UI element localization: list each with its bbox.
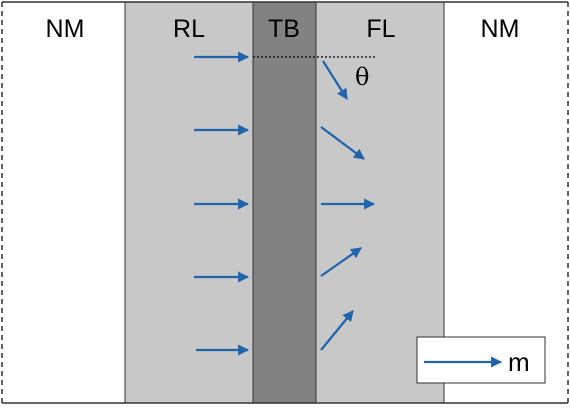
fl-arrows: [320, 60, 376, 351]
fl-arrow-4: [320, 247, 362, 277]
label-fl: FL: [366, 15, 395, 43]
label-nm-left: NM: [46, 15, 85, 43]
region-tb: [253, 2, 316, 403]
rl-arrows: [194, 51, 250, 356]
fl-arrow-2: [320, 126, 365, 160]
region-fl: [316, 2, 444, 403]
fl-arrow-5: [320, 310, 354, 351]
region-rl: [125, 2, 253, 403]
label-nm-right: NM: [481, 15, 520, 43]
fl-arrow-1: [322, 60, 348, 100]
legend: m: [416, 336, 546, 384]
region-nm-left: [2, 2, 125, 403]
region-nm-right: [444, 2, 568, 403]
legend-label: m: [508, 347, 530, 377]
label-rl: RL: [173, 15, 205, 43]
theta-symbol: θ: [355, 63, 369, 91]
label-tb: TB: [268, 15, 300, 43]
legend-box: [416, 336, 546, 384]
